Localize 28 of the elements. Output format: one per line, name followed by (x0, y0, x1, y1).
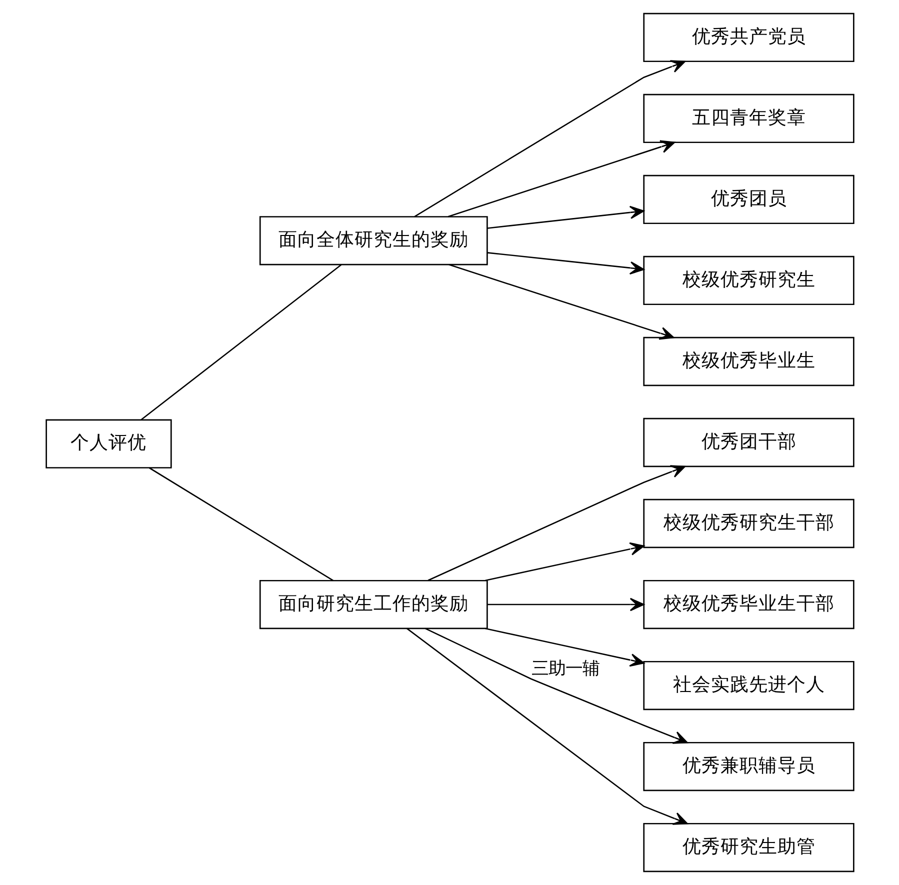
node-box: 优秀研究生助管 (642, 822, 854, 872)
arrow (448, 264, 674, 340)
node-box: 校级优秀研究生干部 (642, 498, 854, 548)
node-box: 社会实践先进个人 (642, 660, 854, 710)
node-box: 校级优秀研究生 (642, 256, 854, 306)
node-box: 优秀兼职辅导员 (642, 742, 854, 792)
arrow (427, 465, 685, 581)
connector (148, 467, 334, 582)
node-box: 面向全体研究生的奖励 (258, 216, 488, 266)
edge-label: 三助一辅 (531, 659, 600, 680)
arrow (486, 252, 644, 275)
arrow (424, 628, 688, 744)
node-box: 五四青年奖章 (642, 94, 854, 144)
node-box: 优秀团员 (642, 174, 854, 224)
connector (140, 264, 342, 420)
node-box: 校级优秀毕业生干部 (642, 580, 854, 630)
arrow (486, 598, 644, 612)
node-box: 面向研究生工作的奖励 (258, 580, 488, 630)
node-box: 个人评优 (45, 419, 172, 468)
arrow (406, 628, 688, 825)
arrow (484, 628, 644, 667)
arrow (486, 206, 644, 229)
arrow (447, 140, 675, 218)
node-box: 优秀团干部 (642, 418, 854, 468)
arrow (484, 542, 644, 582)
arrow (414, 60, 685, 218)
node-box: 优秀共产党员 (642, 12, 854, 62)
node-box: 校级优秀毕业生 (642, 336, 854, 386)
